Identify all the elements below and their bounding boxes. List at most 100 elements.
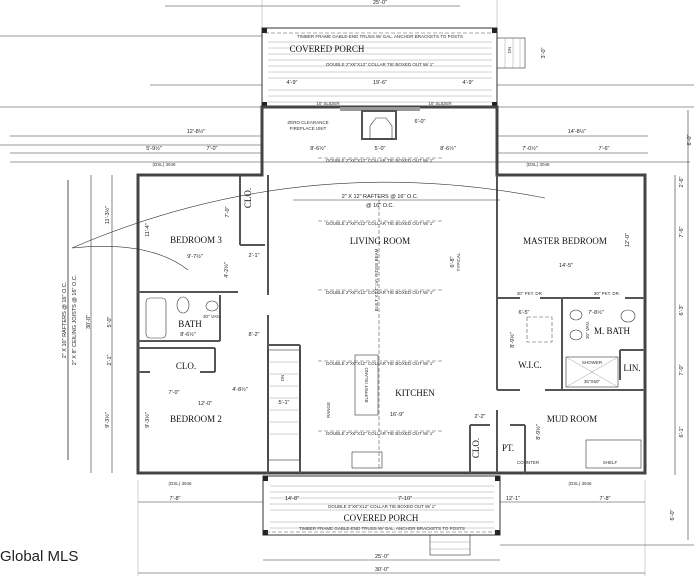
dim-text: 7'-8½" bbox=[588, 309, 604, 316]
dim-text: 8'-9½" bbox=[509, 332, 516, 348]
label-kitchen: KITCHEN bbox=[395, 388, 435, 398]
sink bbox=[569, 329, 583, 341]
note-rafters-spacing: @ 16" O.C. bbox=[366, 203, 394, 209]
note-typical: TYPICAL bbox=[456, 252, 461, 271]
note-window: (DSL) 3046 bbox=[152, 162, 176, 167]
dim-text: 8'-6½" bbox=[180, 331, 196, 338]
label-bedroom3-closet: CLO. bbox=[243, 188, 253, 208]
note-stairs-down: DN bbox=[280, 375, 285, 382]
kitchen-sink bbox=[351, 451, 383, 469]
note-truss-top: TIMBER FRAME GABLE-END TRUSS W/ GAL. ANC… bbox=[297, 34, 463, 39]
dim-text: 14'-8½" bbox=[568, 128, 587, 135]
dim-text: 7'-6" bbox=[679, 226, 685, 237]
label-covered-porch-bottom: COVERED PORCH bbox=[344, 513, 419, 523]
label-living-room: LIVING ROOM bbox=[350, 236, 410, 246]
dim-text: 2'-1" bbox=[249, 253, 260, 259]
note-rafters: 2" X 12" RAFTERS @ 16" O.C. bbox=[342, 194, 419, 200]
dim-text: 6'-8" bbox=[450, 256, 456, 267]
note-range: RANGE bbox=[326, 402, 331, 418]
dim-text: 2'-2" bbox=[475, 414, 486, 420]
washer-dryer bbox=[585, 439, 642, 469]
kitchen-island bbox=[354, 354, 379, 416]
dim-text: 9'-3½" bbox=[104, 412, 111, 428]
note-collar-tie: DOUBLE 2"X6"X12" COLLAR TIE BOXED OUT W/… bbox=[326, 62, 434, 67]
dim-text: 19'-6" bbox=[373, 80, 387, 86]
label-pantry: PT. bbox=[502, 443, 514, 453]
dim-text: 7'-10" bbox=[398, 496, 412, 502]
dim-text: 7'-0" bbox=[169, 390, 180, 396]
dim-text: 12'-1" bbox=[506, 496, 520, 502]
dim-text: 2'-6" bbox=[679, 176, 685, 187]
dimensions: 25'-0" 19'-6" 4'-9" 4'-9" 3'-0" 6'-0" 12… bbox=[86, 0, 693, 573]
fixtures bbox=[145, 296, 642, 469]
note-pocket-door: 30" PKT. DR. bbox=[594, 291, 620, 296]
dim-text: 4'-9" bbox=[463, 80, 474, 86]
dim-text: 8'-6½" bbox=[310, 145, 326, 152]
wic-ottoman bbox=[526, 316, 553, 343]
dim-text: 6'-1" bbox=[679, 426, 685, 437]
note-window: (DSL) 3046 bbox=[568, 481, 592, 486]
dim-text: 7'-0" bbox=[207, 146, 218, 152]
label-kitchen-closet: CLO. bbox=[471, 438, 481, 458]
dim-text: 14'-5" bbox=[559, 263, 573, 269]
dim-text: 9'-7½" bbox=[187, 253, 203, 260]
dim-text: 5'-0" bbox=[375, 146, 386, 152]
note-wing-rafters: 2" X 10" RAFTERS @ 16" O.C. bbox=[62, 281, 68, 358]
note-fireplace: FIREPLACE UNIT bbox=[290, 126, 327, 131]
dim-text: 3'-0" bbox=[541, 47, 547, 58]
dim-text: 8'-2" bbox=[249, 332, 260, 338]
collar-ties bbox=[318, 157, 443, 470]
dim-text: 8'-6½" bbox=[440, 145, 456, 152]
dim-text: 7'-8" bbox=[600, 496, 611, 502]
dim-text: 5'-1" bbox=[279, 400, 290, 406]
dim-text: 7'-0" bbox=[679, 364, 685, 375]
label-wic: W.I.C. bbox=[518, 360, 541, 370]
exterior-stairs-bottom bbox=[429, 534, 471, 556]
note-wing-joists: 2" X 8" CEILING JOISTS @ 16" O.C. bbox=[72, 274, 78, 365]
note-collar-tie: DOUBLE 2"X6"X12" COLLAR TIE BOXED OUT W/… bbox=[326, 431, 434, 436]
note-collar-tie: DOUBLE 2"X6"X12" COLLAR TIE BOXED OUT W/… bbox=[328, 504, 436, 509]
dim-text: 6'-0" bbox=[687, 134, 693, 145]
note-pocket-door: 30" PKT. DR. bbox=[517, 291, 543, 296]
dim-text: 6'-0" bbox=[670, 509, 676, 520]
label-hall-closet: CLO. bbox=[176, 361, 196, 371]
dim-text: 9'-3½" bbox=[144, 412, 151, 428]
note-collar-tie: DOUBLE 2"X6"X12" COLLAR TIE BOXED OUT W/… bbox=[326, 290, 434, 295]
note-window: (DSL) 3046 bbox=[526, 162, 550, 167]
note-window: (DSL) 3046 bbox=[168, 481, 192, 486]
note-fireplace: ZERO CLEARANCE bbox=[287, 120, 328, 125]
dim-text: 12'-0" bbox=[198, 401, 212, 407]
dim-text: 30'-0" bbox=[86, 315, 92, 329]
dim-text: 12'-8½" bbox=[187, 128, 206, 135]
label-bedroom-2: BEDROOM 2 bbox=[170, 414, 222, 424]
note-collar-tie: DOUBLE 2"X6"X12" COLLAR TIE BOXED OUT W/… bbox=[326, 221, 434, 226]
dim-text: 4'-2½" bbox=[223, 262, 230, 278]
sink bbox=[569, 309, 583, 321]
sink bbox=[205, 300, 219, 312]
fireplace bbox=[340, 107, 420, 140]
dim-text: 12'-0" bbox=[625, 233, 631, 247]
covered-porch-top bbox=[261, 27, 498, 108]
dim-text: 25'-0" bbox=[375, 554, 389, 560]
dim-text: 14'-8" bbox=[285, 496, 299, 502]
toilet bbox=[620, 309, 636, 323]
label-linen: LIN. bbox=[623, 363, 640, 373]
dim-text: 6'-3" bbox=[679, 304, 685, 315]
label-bath: BATH bbox=[178, 319, 202, 329]
dim-text: 16'-9" bbox=[390, 412, 404, 418]
note-shelf: SHELF bbox=[603, 460, 618, 465]
note-counter: COUNTER bbox=[517, 460, 540, 465]
interior-stairs bbox=[267, 349, 301, 461]
bathtub bbox=[145, 297, 167, 339]
label-master-bath: M. BATH bbox=[594, 326, 631, 336]
note-stairs-down: DN bbox=[507, 47, 512, 54]
note-slider: 10' SLIDER bbox=[428, 101, 452, 106]
dim-text: 2'-1" bbox=[107, 354, 113, 365]
note-island: BUFFET ISLAND bbox=[364, 367, 369, 403]
watermark-logo: Global MLS bbox=[0, 548, 78, 565]
note-collar-tie: DOUBLE 2"X6"X12" COLLAR TIE BOXED OUT W/… bbox=[326, 158, 434, 163]
note-vanity: 30" VAN. bbox=[585, 321, 590, 339]
dim-text: 8'-9½" bbox=[535, 424, 542, 440]
